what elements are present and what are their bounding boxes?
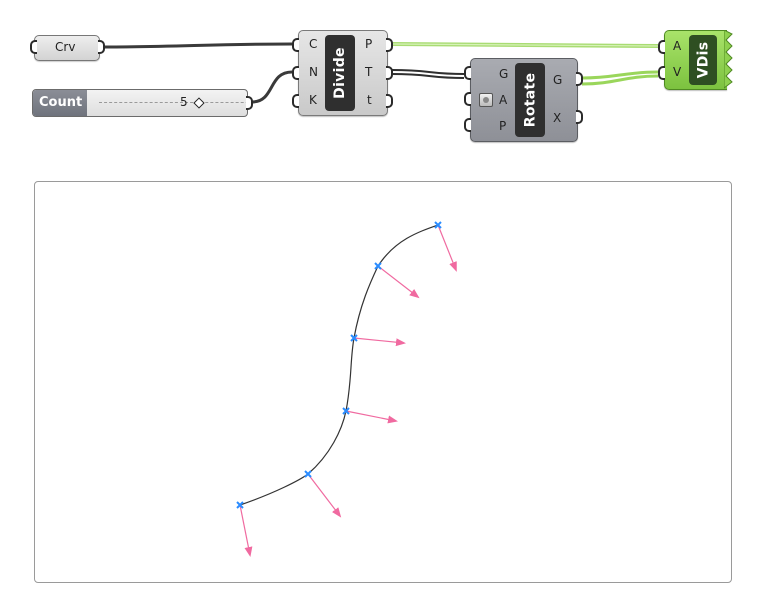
- divide-input-n: N: [309, 65, 318, 79]
- wire-divide-t-to-rotate-g: [391, 69, 465, 75]
- slider-value: 5: [180, 95, 188, 109]
- wire-count-to-divide-n: [251, 70, 293, 104]
- vector-arrow: [307, 473, 342, 518]
- crv-parameter[interactable]: Crv: [34, 35, 100, 61]
- division-point-icon: [304, 470, 312, 478]
- wire-rotate-g-to-vdis-v: [581, 70, 659, 80]
- divide-grip-tparam[interactable]: [386, 94, 393, 108]
- slider-name: Count: [33, 90, 87, 116]
- rotate-input-p: P: [499, 119, 507, 133]
- vdis-input-v: V: [673, 65, 682, 79]
- divide-grip-k[interactable]: [292, 94, 299, 108]
- division-point-icon: [236, 501, 244, 509]
- division-point-icon: [342, 407, 350, 415]
- crv-input-grip[interactable]: [30, 40, 37, 54]
- vector-arrow: [377, 265, 420, 299]
- divide-output-t: T: [365, 65, 373, 79]
- rhino-viewport[interactable]: [34, 181, 732, 583]
- rotate-grip-g[interactable]: [464, 66, 471, 80]
- rotate-grip-a[interactable]: [464, 92, 471, 106]
- division-point-icon: [374, 262, 382, 270]
- divide-grip-n[interactable]: [292, 66, 299, 80]
- divide-nameblock: Divide: [325, 35, 355, 111]
- divide-component[interactable]: C N K Divide P T t: [298, 30, 388, 116]
- wire-crv-to-divide-c: [103, 42, 293, 49]
- rotate-grip-out-g[interactable]: [576, 72, 583, 86]
- divide-output-t-param: t: [367, 93, 372, 107]
- rotate-output-x: X: [553, 111, 562, 125]
- division-point-icon: [350, 334, 358, 342]
- vdis-zigzag-edge: [724, 30, 733, 89]
- divide-input-c: C: [309, 37, 318, 51]
- rotate-component[interactable]: G A P Rotate G X: [470, 58, 578, 142]
- rotate-nameblock: Rotate: [515, 63, 545, 137]
- divide-grip-p[interactable]: [386, 38, 393, 52]
- rotate-input-a: A: [499, 93, 508, 107]
- division-point-icon: [434, 221, 442, 229]
- vector-arrow: [239, 504, 253, 557]
- vector-arrow: [345, 410, 398, 424]
- rotate-grip-p[interactable]: [464, 118, 471, 132]
- vdis-grip-v[interactable]: [658, 66, 665, 80]
- vdis-input-a: A: [673, 39, 682, 53]
- vdis-nameblock: VDis: [689, 35, 717, 85]
- vdis-grip-a[interactable]: [658, 40, 665, 54]
- divide-output-p: P: [365, 37, 373, 51]
- rotate-output-g: G: [553, 73, 563, 87]
- crv-label: Crv: [55, 40, 76, 54]
- rotate-grip-out-x[interactable]: [576, 110, 583, 124]
- divide-grip-c[interactable]: [292, 38, 299, 52]
- vdis-component[interactable]: A V VDis: [664, 30, 727, 90]
- preview-curve: [239, 224, 439, 506]
- divide-grip-t[interactable]: [386, 66, 393, 80]
- slider-track[interactable]: [99, 102, 247, 104]
- divide-input-k: K: [309, 93, 317, 107]
- angle-param-icon: [479, 93, 493, 107]
- vector-arrow: [353, 337, 406, 347]
- count-slider[interactable]: Count 5: [32, 89, 248, 117]
- rotate-input-g: G: [499, 67, 509, 81]
- slider-output-grip[interactable]: [246, 96, 253, 110]
- vector-arrow: [437, 224, 457, 272]
- crv-output-grip[interactable]: [98, 40, 105, 54]
